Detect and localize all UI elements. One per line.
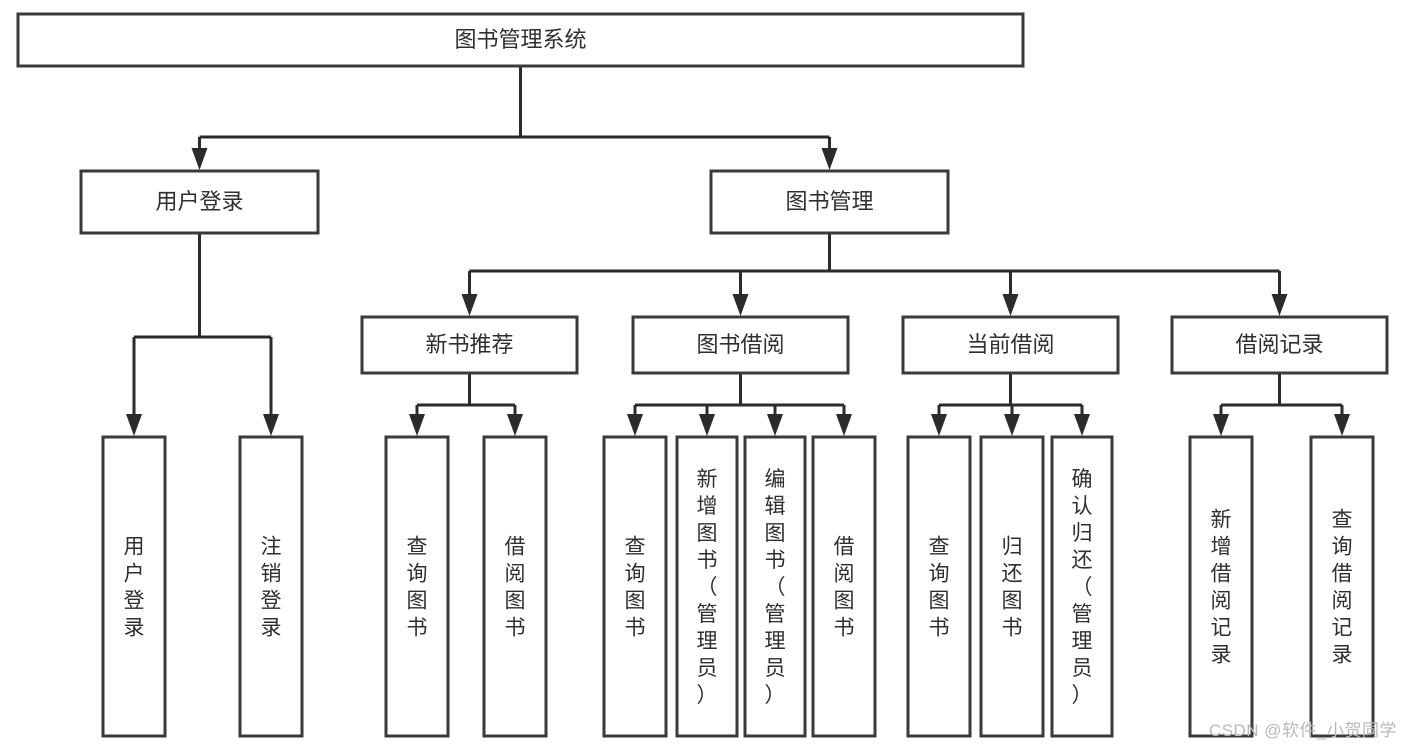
arrow-head-icon xyxy=(732,294,749,316)
node-label: 查询借阅记录 xyxy=(1332,509,1353,667)
node-leaf-borrow-book-b[interactable]: 借阅图书 xyxy=(811,435,877,738)
node-box xyxy=(675,435,739,738)
arrow-head-icon xyxy=(409,414,425,436)
node-box xyxy=(101,435,167,738)
node-label: 借阅图书 xyxy=(834,536,855,640)
node-root[interactable]: 图书管理系统 xyxy=(16,12,1025,68)
node-leaf-return-book[interactable]: 归还图书 xyxy=(979,435,1045,738)
arrow-head-icon xyxy=(191,148,208,170)
node-label: 查询图书 xyxy=(625,536,646,640)
node-leaf-edit-book[interactable]: 编辑图书（管理员） xyxy=(743,435,807,738)
node-label: 查询图书 xyxy=(407,536,428,640)
node-label: 确认归还（管理员） xyxy=(1072,468,1093,707)
node-leaf-borrow-book-rec[interactable]: 借阅图书 xyxy=(482,435,548,738)
arrow-head-icon xyxy=(126,414,142,436)
node-book-borrow[interactable]: 图书借阅 xyxy=(631,315,850,375)
arrow-head-icon xyxy=(931,414,947,436)
node-label: 注销登录 xyxy=(261,536,282,640)
arrow-head-icon xyxy=(461,294,478,316)
node-box xyxy=(979,435,1045,738)
nodes-layer: 图书管理系统用户登录图书管理新书推荐图书借阅当前借阅借阅记录用户登录注销登录查询… xyxy=(16,12,1389,738)
arrow-head-icon xyxy=(821,148,838,170)
node-box xyxy=(360,315,579,375)
arrow-head-icon xyxy=(699,414,715,436)
node-label: 新书推荐 xyxy=(425,332,513,357)
node-box xyxy=(901,315,1120,375)
node-label: 编辑图书（管理员） xyxy=(765,468,786,707)
arrow-head-icon xyxy=(1271,294,1288,316)
node-current-borrow[interactable]: 当前借阅 xyxy=(901,315,1120,375)
node-label: 新增借阅记录 xyxy=(1211,509,1232,667)
node-label: 查询图书 xyxy=(929,536,950,640)
node-label: 用户登录 xyxy=(124,536,145,640)
arrow-head-icon xyxy=(263,414,279,436)
node-leaf-confirm-return[interactable]: 确认归还（管理员） xyxy=(1050,435,1114,738)
node-label: 借阅图书 xyxy=(505,536,526,640)
node-box xyxy=(482,435,548,738)
node-label: 图书管理系统 xyxy=(454,27,586,52)
node-box xyxy=(238,435,304,738)
arrow-head-icon xyxy=(1334,414,1350,436)
node-leaf-logout[interactable]: 注销登录 xyxy=(238,435,304,738)
node-box xyxy=(16,12,1025,68)
node-box xyxy=(906,435,972,738)
arrow-head-icon xyxy=(507,414,523,436)
node-box xyxy=(384,435,450,738)
node-leaf-add-record[interactable]: 新增借阅记录 xyxy=(1188,435,1254,738)
node-label: 新增图书（管理员） xyxy=(697,468,718,707)
arrow-head-icon xyxy=(1213,414,1229,436)
node-leaf-query-book-rec[interactable]: 查询图书 xyxy=(384,435,450,738)
node-label: 当前借阅 xyxy=(966,332,1054,357)
node-leaf-query-book-b[interactable]: 查询图书 xyxy=(602,435,668,738)
node-box xyxy=(1170,315,1389,375)
node-box xyxy=(811,435,877,738)
node-book-manage[interactable]: 图书管理 xyxy=(709,169,950,235)
arrow-head-icon xyxy=(767,414,783,436)
node-leaf-add-book[interactable]: 新增图书（管理员） xyxy=(675,435,739,738)
node-leaf-query-record[interactable]: 查询借阅记录 xyxy=(1309,435,1375,738)
node-box xyxy=(1188,435,1254,738)
node-new-book-rec[interactable]: 新书推荐 xyxy=(360,315,579,375)
node-box xyxy=(79,169,320,235)
node-label: 借阅记录 xyxy=(1235,332,1323,357)
node-label: 用户登录 xyxy=(155,189,243,214)
node-box xyxy=(602,435,668,738)
node-box xyxy=(709,169,950,235)
node-label: 图书管理 xyxy=(785,189,873,214)
connectors-layer xyxy=(126,66,1350,436)
arrow-head-icon xyxy=(1004,414,1020,436)
node-leaf-user-login[interactable]: 用户登录 xyxy=(101,435,167,738)
node-box xyxy=(1309,435,1375,738)
node-box xyxy=(743,435,807,738)
node-label: 归还图书 xyxy=(1002,536,1023,640)
arrow-head-icon xyxy=(1002,294,1019,316)
arrow-head-icon xyxy=(1074,414,1090,436)
node-borrow-record[interactable]: 借阅记录 xyxy=(1170,315,1389,375)
node-user-login[interactable]: 用户登录 xyxy=(79,169,320,235)
node-box xyxy=(1050,435,1114,738)
arrow-head-icon xyxy=(836,414,852,436)
arrow-head-icon xyxy=(627,414,643,436)
node-label: 图书借阅 xyxy=(696,332,784,357)
node-box xyxy=(631,315,850,375)
node-leaf-query-book-c[interactable]: 查询图书 xyxy=(906,435,972,738)
